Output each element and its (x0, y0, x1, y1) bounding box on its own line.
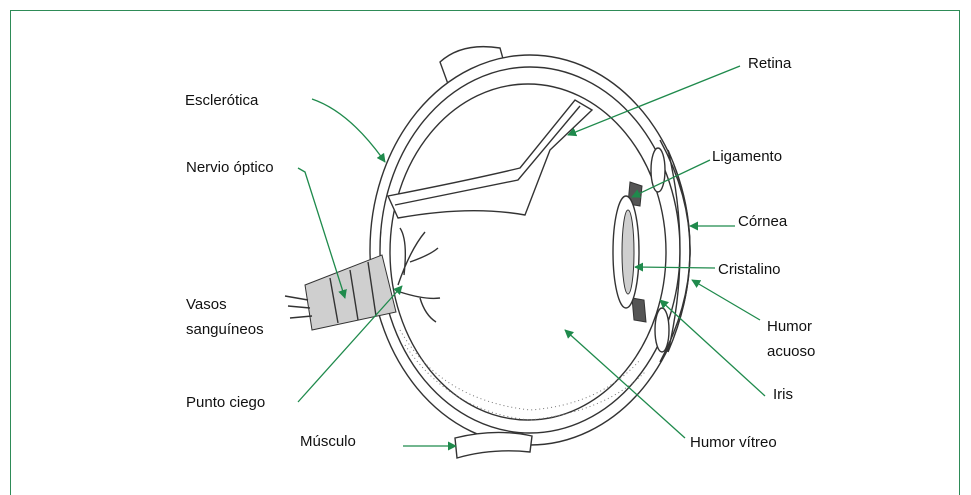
label-esclerotica: Esclerótica (185, 92, 259, 109)
label-humor-vitreo: Humor vítreo (690, 434, 777, 451)
label-nervio-optico: Nervio óptico (186, 159, 274, 176)
eye-illustration (285, 47, 690, 458)
label-retina: Retina (748, 55, 792, 72)
label-humor-acuoso-line2: acuoso (767, 343, 815, 360)
iris-bottom (632, 298, 646, 322)
label-ligamento: Ligamento (712, 148, 782, 165)
sclera-outer (370, 55, 690, 445)
ciliary-bottom (655, 308, 669, 352)
label-musculo: Músculo (300, 433, 356, 450)
label-cristalino: Cristalino (718, 261, 781, 278)
lens-core (622, 210, 634, 294)
label-punto-ciego: Punto ciego (186, 394, 265, 411)
label-vasos-line1: Vasos (186, 296, 227, 313)
ciliary-top (651, 148, 665, 192)
arrow-humor-acuoso (692, 280, 760, 320)
bottom-muscle (455, 432, 532, 458)
arrow-esclerotica (312, 99, 385, 162)
label-vasos-line2: sanguíneos (186, 321, 264, 338)
label-iris: Iris (773, 386, 793, 403)
label-cornea: Córnea (738, 213, 788, 230)
label-humor-acuoso-line1: Humor (767, 318, 812, 335)
